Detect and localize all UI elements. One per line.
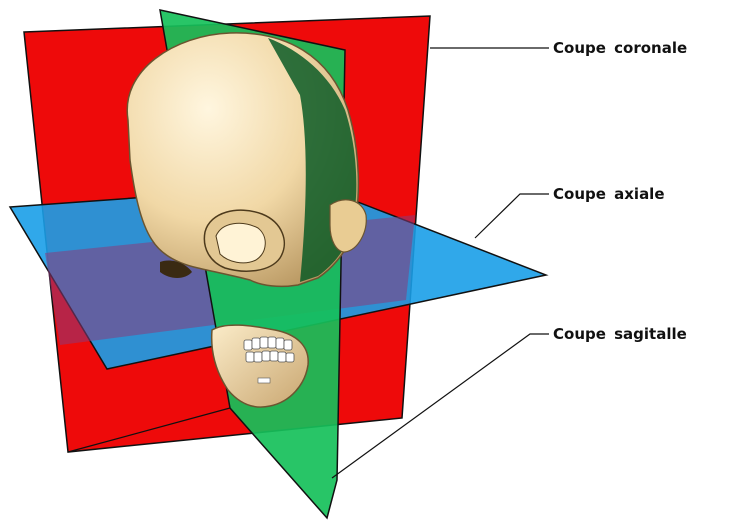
axial-leader-line (475, 194, 549, 238)
axial-label: Coupe axiale (553, 185, 665, 203)
sagittal-label: Coupe sagitalle (553, 325, 687, 343)
coronal-label: Coupe coronale (553, 39, 687, 57)
